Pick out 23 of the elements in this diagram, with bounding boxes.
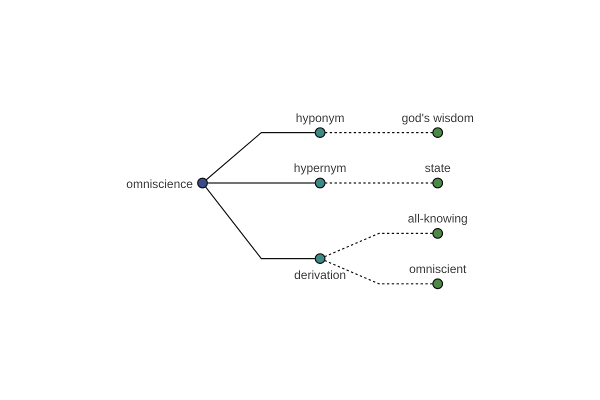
connector <box>324 182 433 184</box>
node-label: god's wisdom <box>402 110 474 124</box>
node-circle <box>314 252 326 264</box>
node-label: hyponym <box>296 110 344 124</box>
node-circle <box>432 126 444 138</box>
node-circle <box>432 177 444 188</box>
node-label: all-knowing <box>408 211 468 226</box>
connector <box>324 132 433 133</box>
node-circle <box>197 177 208 188</box>
node-label: state <box>424 160 451 175</box>
node-label: omniscient <box>409 262 466 276</box>
node-circle <box>314 126 326 138</box>
connector <box>324 232 433 257</box>
node-circle <box>432 278 444 289</box>
node-label: hypernym <box>294 160 346 175</box>
connector <box>206 132 316 180</box>
connector <box>207 182 316 184</box>
node-circle <box>314 177 326 188</box>
node-circle <box>432 228 444 238</box>
node-label: derivation <box>294 268 346 282</box>
connector <box>324 260 433 284</box>
node-label: omniscience <box>126 176 193 190</box>
connector <box>204 186 316 259</box>
